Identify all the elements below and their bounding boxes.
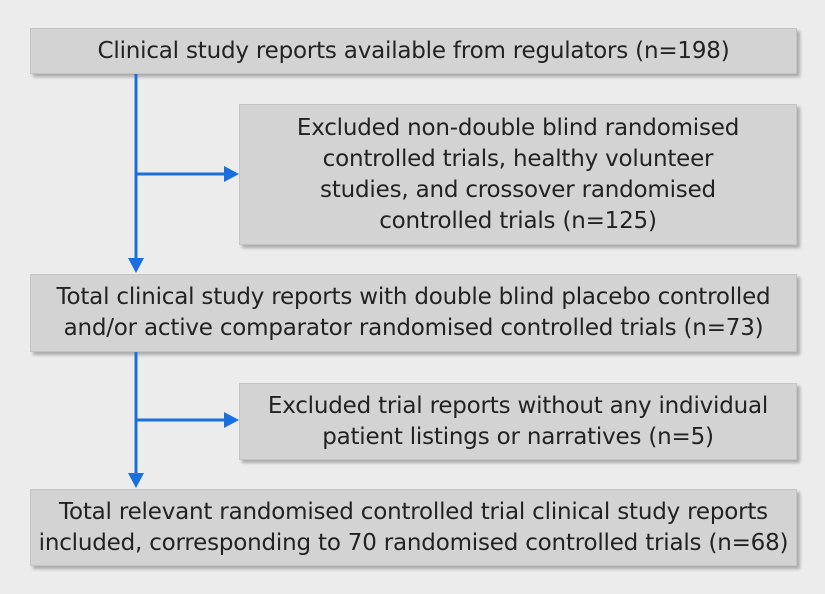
flow-box-excluded-1: Excluded non-double blind randomised con… <box>239 104 797 245</box>
flow-box-total-relevant: Total relevant randomised controlled tri… <box>30 489 797 566</box>
flow-arrowhead-right-1 <box>224 166 239 182</box>
flow-box-excluded-2-text: Excluded trial reports without any indiv… <box>267 392 769 450</box>
flow-box-excluded-2: Excluded trial reports without any indiv… <box>239 383 797 460</box>
flow-box-available-text: Clinical study reports available from re… <box>97 37 730 64</box>
flow-box-total-double-blind: Total clinical study reports with double… <box>30 274 797 352</box>
flow-arrowhead-down-1 <box>128 258 144 273</box>
flow-arrowhead-down-2 <box>128 473 144 488</box>
flow-box-total-double-blind-text: Total clinical study reports with double… <box>56 284 771 341</box>
flow-box-excluded-1-text: Excluded non-double blind randomised con… <box>296 114 740 234</box>
flow-box-total-relevant-text: Total relevant randomised controlled tri… <box>38 498 789 556</box>
flow-box-available: Clinical study reports available from re… <box>30 28 797 74</box>
flow-arrowhead-right-2 <box>224 412 239 428</box>
